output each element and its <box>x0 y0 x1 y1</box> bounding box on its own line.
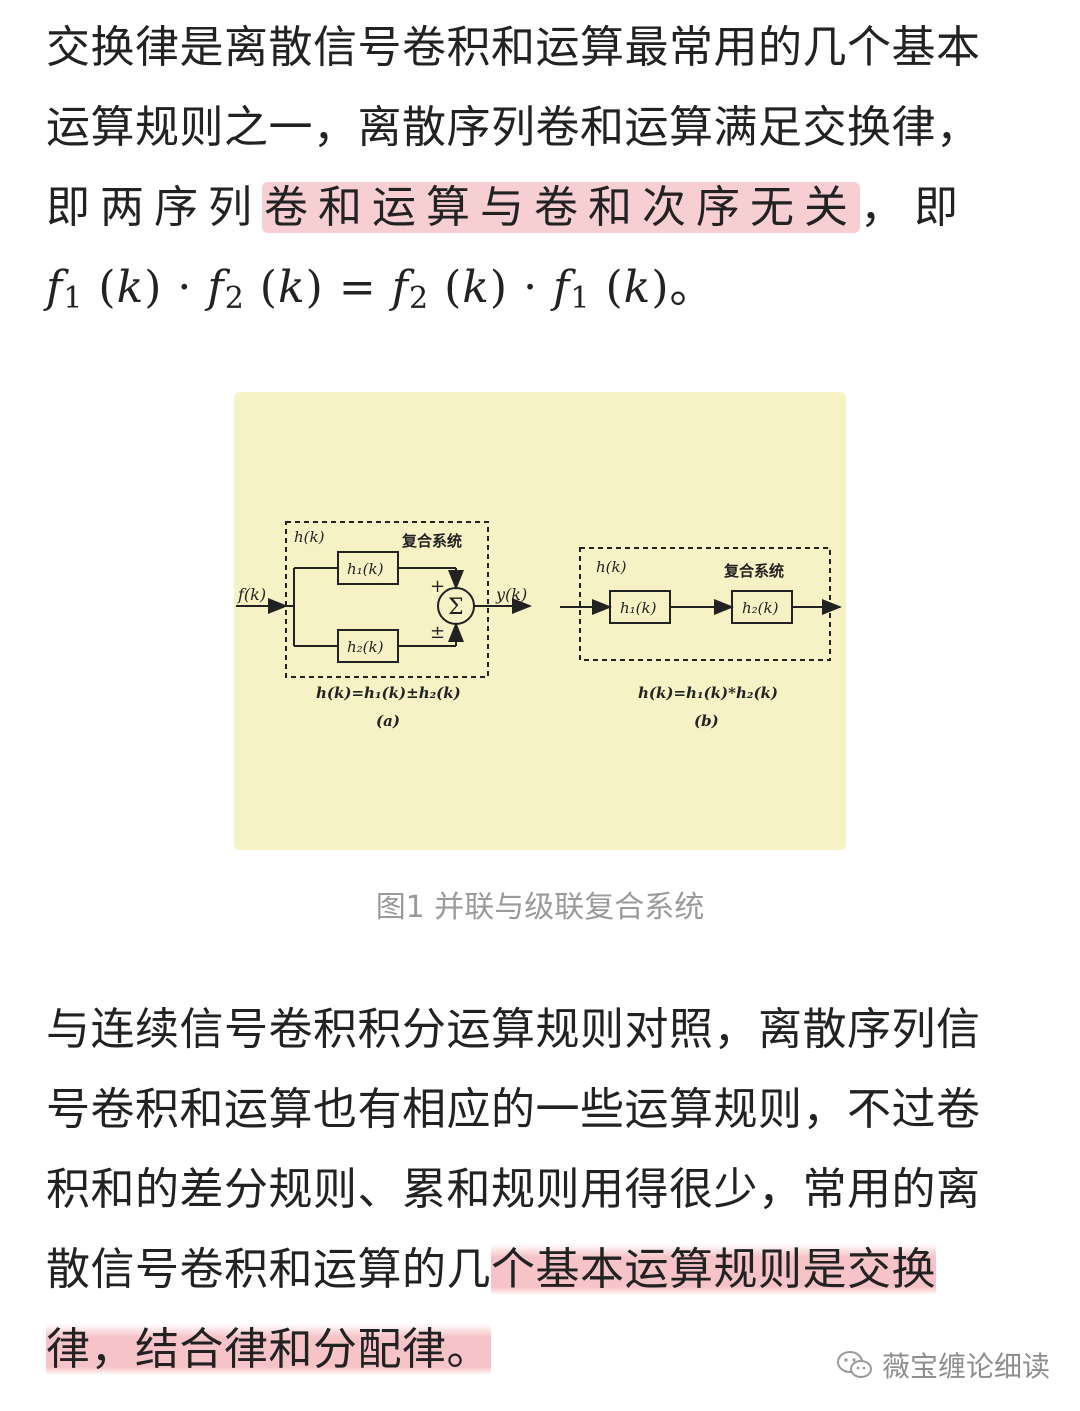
highlight-commutative: 卷和运算与卷和次序无关 <box>262 182 860 233</box>
system-diagram-figure: h(k) 复合系统 f(k) h₁(k) h₂(k) Σ + ± y(k) h(… <box>234 392 846 850</box>
account-watermark: 薇宝缠论细读 <box>836 1345 1050 1385</box>
wechat-icon <box>836 1351 872 1378</box>
system-a-boundary <box>285 521 489 678</box>
watermark-text: 薇宝缠论细读 <box>881 1350 1050 1383</box>
system-b-composite-label: 复合系统 <box>723 562 784 580</box>
system-b-h-label: h(k) <box>596 558 627 576</box>
intro-line-2: 运算规则之一，离散序列卷和运算满足交换律， <box>46 102 981 153</box>
block-h1-a-label: h₁(k) <box>347 560 384 578</box>
system-a-output-label: y(k) <box>495 585 527 604</box>
highlight-basic-rules: 个基本运算规则是交换 <box>491 1244 936 1295</box>
plusminus-sign: ± <box>430 622 445 643</box>
rules-line-1: 与连续信号卷积积分运算规则对照，离散序列信 <box>46 1004 981 1055</box>
rules-line-5: 律，结合律和分配律。 <box>46 1310 1036 1390</box>
summer-sigma: Σ <box>448 595 464 620</box>
block-h2-b-label: h₂(k) <box>742 599 779 617</box>
rules-paragraph: 与连续信号卷积积分运算规则对照，离散序列信 号卷积和运算也有相应的一些运算规则，… <box>46 990 1036 1390</box>
system-a-tag: (a) <box>376 712 400 730</box>
intro-line-3: 即两序列卷和运算与卷和次序无关，即 <box>46 168 1036 248</box>
rules-line-2: 号卷积和运算也有相应的一些运算规则，不过卷 <box>46 1084 981 1135</box>
cascade-system-b: h(k) 复合系统 h₁(k) h₂(k) h(k)=h₁(k)*h₂(k) (… <box>560 547 842 730</box>
system-b-equation: h(k)=h₁(k)*h₂(k) <box>638 684 778 702</box>
intro-line-3-end: ，即 <box>860 182 968 233</box>
system-a-composite-label: 复合系统 <box>401 532 462 550</box>
composite-system-diagram: h(k) 复合系统 f(k) h₁(k) h₂(k) Σ + ± y(k) h(… <box>236 521 842 730</box>
system-b-tag: (b) <box>694 712 719 730</box>
rules-line-4: 散信号卷积和运算的几个基本运算规则是交换 <box>46 1230 1036 1310</box>
system-a-input-label: f(k) <box>237 585 266 604</box>
parallel-system-a: h(k) 复合系统 f(k) h₁(k) h₂(k) Σ + ± y(k) h(… <box>236 521 532 730</box>
block-h1-b-label: h₁(k) <box>620 599 657 617</box>
intro-line-1: 交换律是离散信号卷积和运算最常用的几个基本 <box>46 22 981 73</box>
intro-paragraph: 交换律是离散信号卷积和运算最常用的几个基本 运算规则之一，离散序列卷和运算满足交… <box>46 8 1036 339</box>
highlight-rule-list: 律，结合律和分配律。 <box>46 1324 491 1375</box>
block-h2-a-label: h₂(k) <box>347 638 384 656</box>
commutative-formula: f1 (k) · f2 (k) = f2 (k) · f1 (k)。 <box>46 262 715 316</box>
intro-line-3-start: 即两序列 <box>46 182 262 233</box>
figure-caption: 图1 并联与级联复合系统 <box>375 890 705 925</box>
rules-line-3: 积和的差分规则、累和规则用得很少，常用的离 <box>46 1164 981 1215</box>
plus-sign: + <box>430 576 445 597</box>
system-a-h-label: h(k) <box>294 528 325 546</box>
rules-line-4-start: 散信号卷积和运算的几 <box>46 1244 491 1295</box>
system-a-equation: h(k)=h₁(k)±h₂(k) <box>316 684 461 702</box>
